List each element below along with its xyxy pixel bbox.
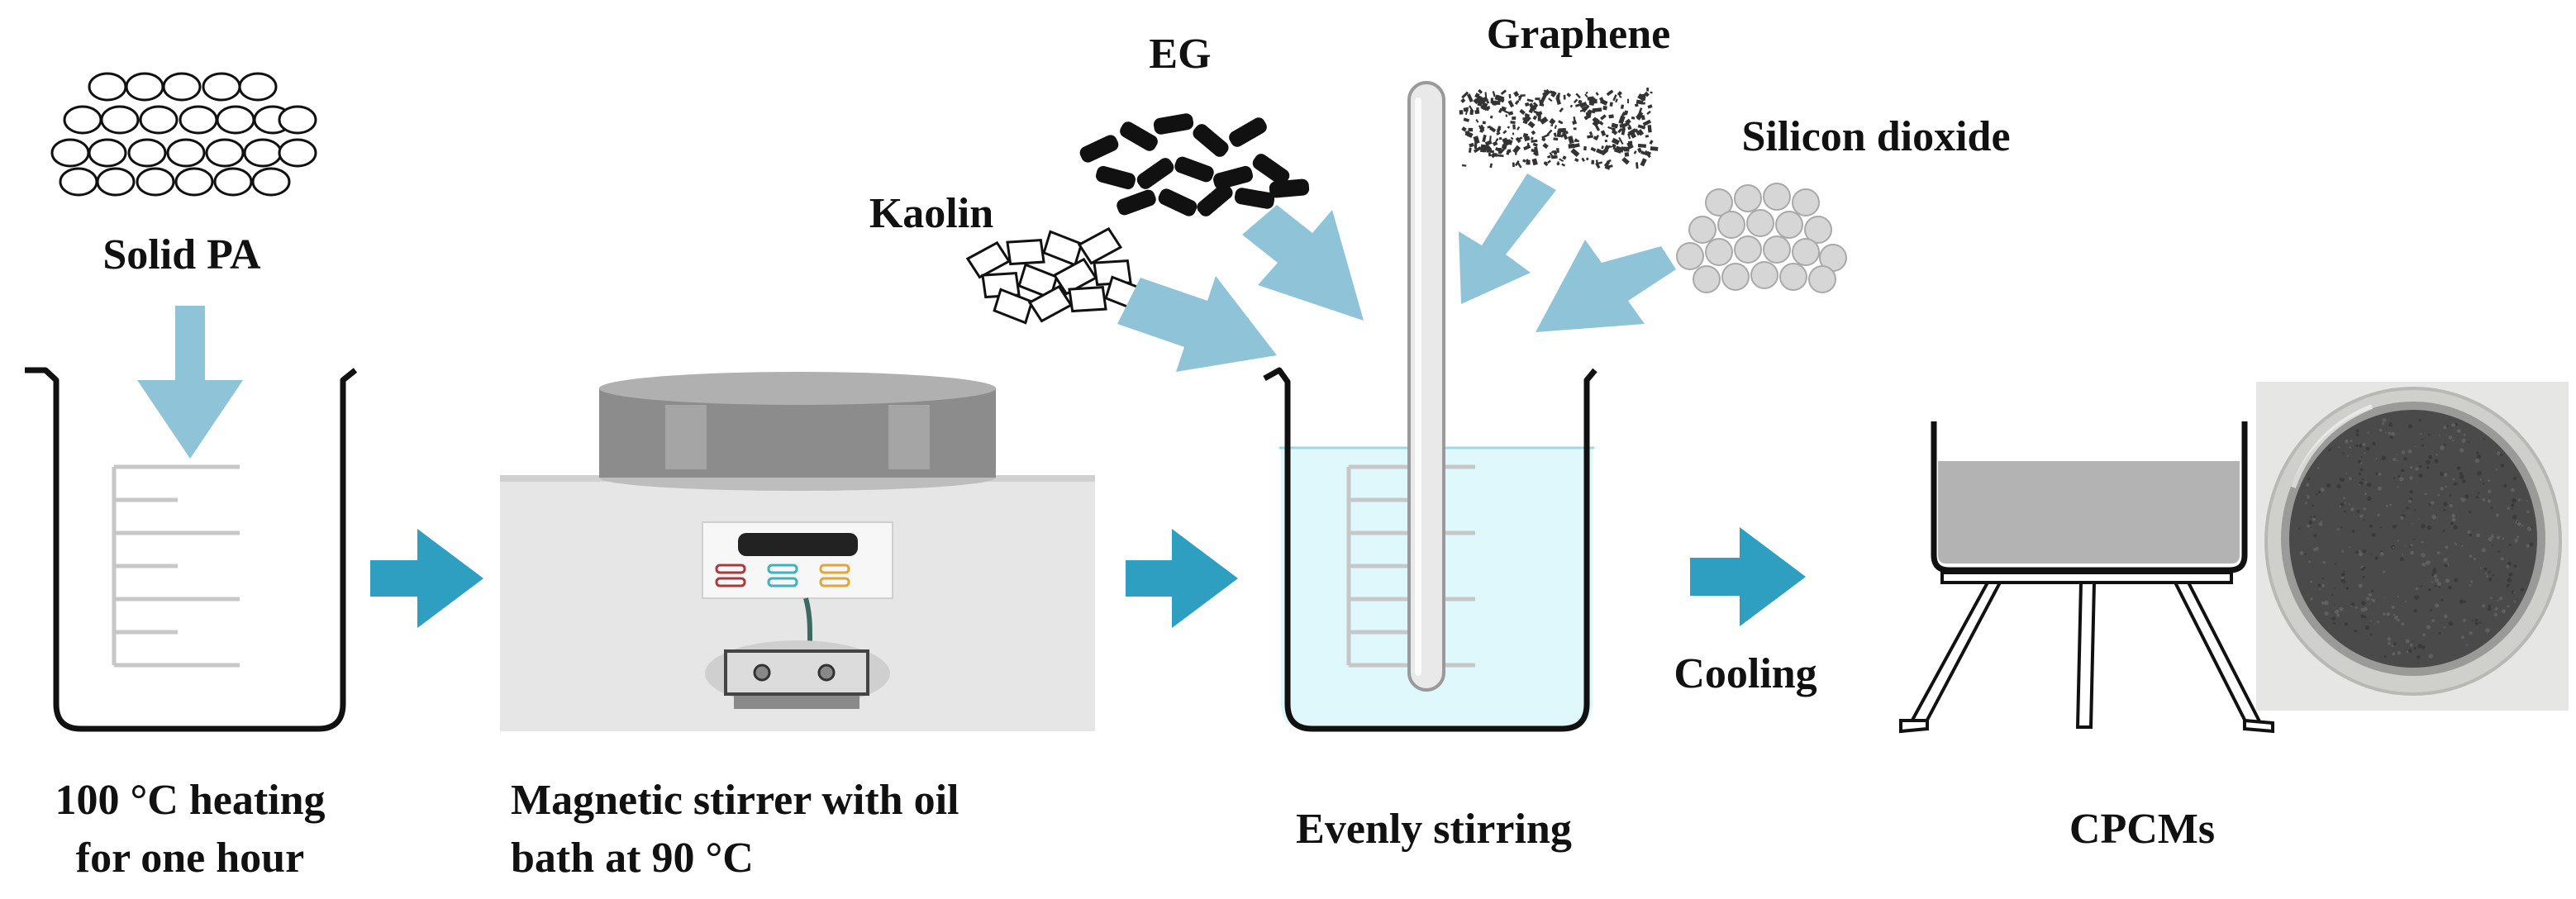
tripod-stand: [1899, 581, 2274, 734]
beaker-heating: [25, 367, 358, 732]
process-arrow-1: [370, 529, 483, 628]
cooling-label: Cooling: [1674, 650, 1817, 697]
solid-pa-down-arrow: [137, 306, 243, 459]
graphene-flakes-icon: [1459, 87, 1659, 170]
step2-caption-line1: Magnetic stirrer with oil: [511, 777, 959, 824]
graphene-feed-arrow: [1459, 174, 1556, 304]
cooling-container: [1899, 421, 2274, 734]
eg-rods-icon: [1079, 113, 1310, 216]
step2-caption-line2: bath at 90 °C: [511, 835, 754, 882]
silicon-dioxide-spheres-icon: [1676, 183, 1847, 293]
magnetic-stirrer-icon: [500, 372, 1095, 731]
cpcm-product-photo: [2256, 382, 2569, 711]
eg-label: EG: [1149, 31, 1211, 78]
kaolin-plates-icon: [965, 226, 1145, 325]
beaker-scale-marks: [112, 464, 240, 668]
step1-caption-line2: for one hour: [76, 835, 304, 882]
glass-stirring-rod: [1407, 81, 1445, 692]
step4-caption: CPCMs: [2069, 806, 2215, 853]
process-arrow-3: [1690, 527, 1806, 626]
solid-pa-pellets-icon: [50, 72, 317, 197]
silicon-dioxide-label: Silicon dioxide: [1741, 113, 2010, 160]
solid-pa-label: Solid PA: [102, 231, 261, 278]
additive-feed-arrows: [1117, 174, 1676, 372]
beaker-stirring: [1263, 81, 1599, 732]
silicon-dioxide-feed-arrow: [1536, 240, 1676, 332]
kaolin-label: Kaolin: [869, 190, 993, 237]
kaolin-feed-arrow: [1117, 276, 1277, 372]
eg-feed-arrow: [1242, 205, 1364, 321]
process-arrow-2: [1126, 529, 1238, 628]
graphene-label: Graphene: [1487, 11, 1670, 58]
step3-caption: Evenly stirring: [1296, 806, 1572, 853]
step1-caption-line1: 100 °C heating: [55, 777, 325, 824]
